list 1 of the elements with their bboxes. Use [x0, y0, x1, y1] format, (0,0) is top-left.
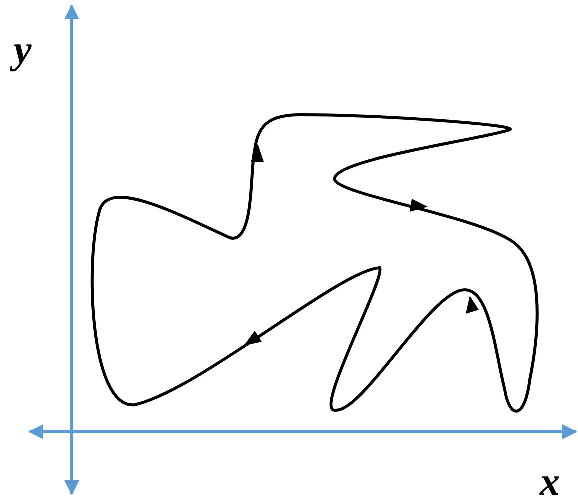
axis-label: x [540, 462, 560, 502]
